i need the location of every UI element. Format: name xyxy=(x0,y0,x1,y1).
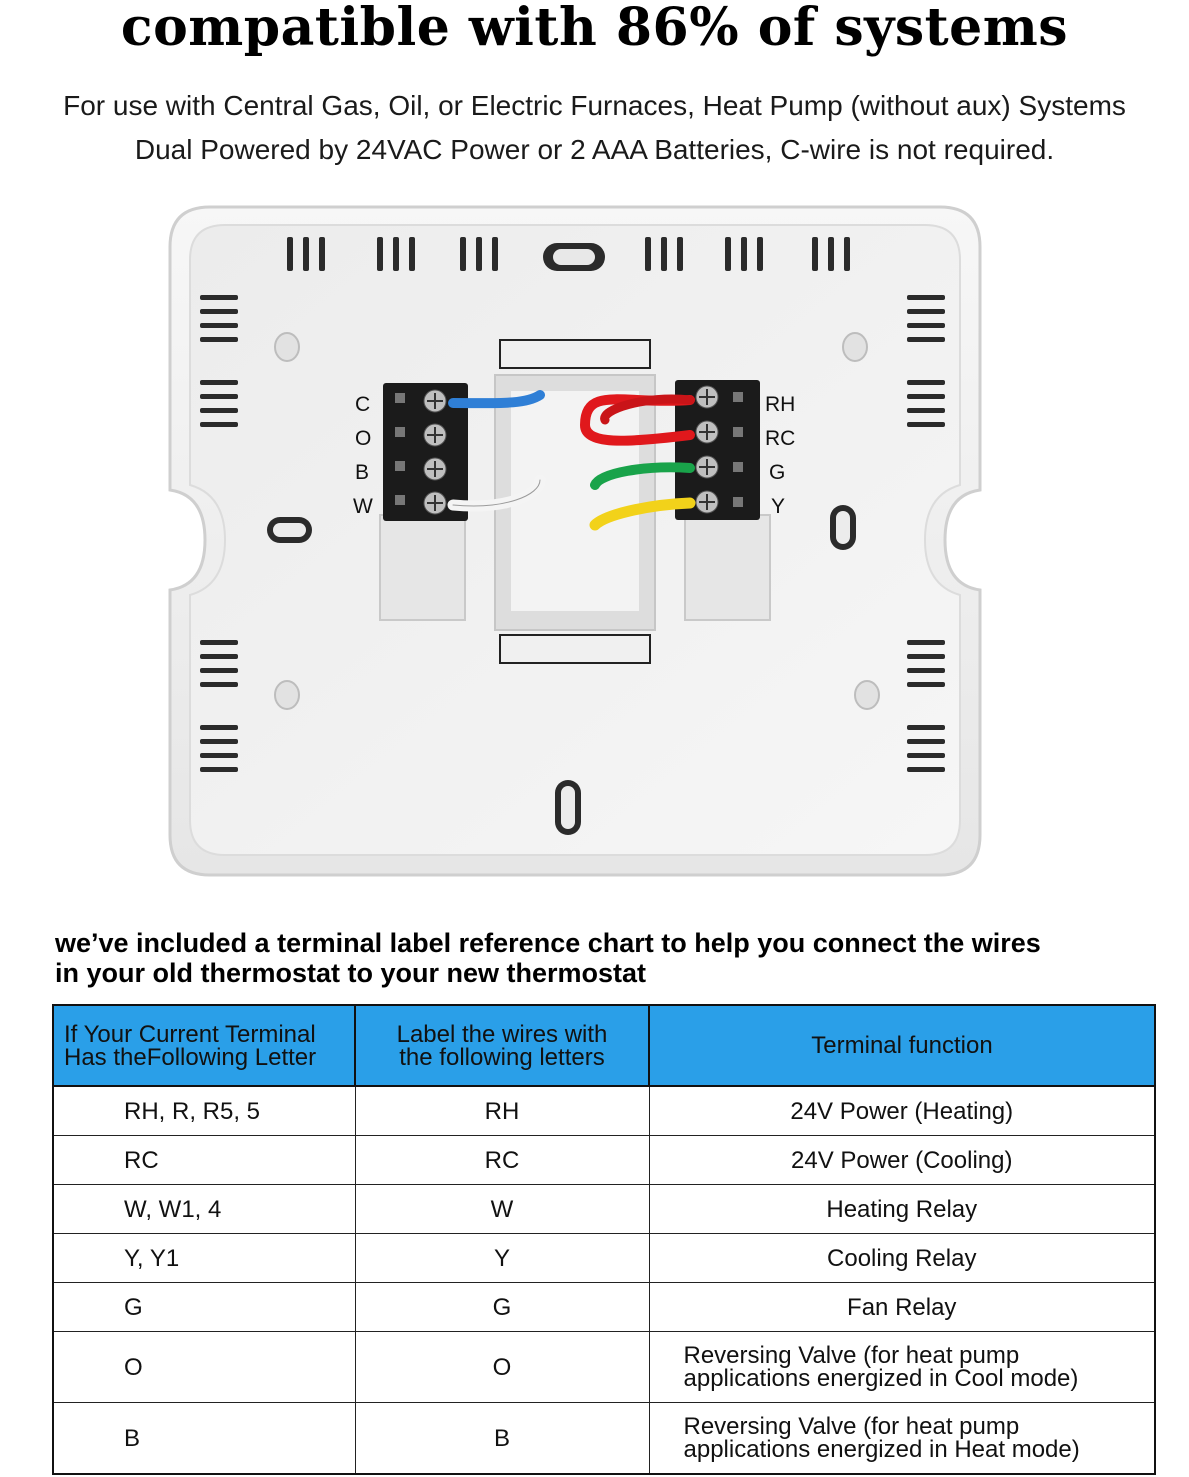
label-cell: B xyxy=(354,1402,650,1475)
label-cell: G xyxy=(354,1282,650,1332)
current-terminal-cell: RH, R, R5, 5 xyxy=(52,1085,356,1136)
current-terminal-cell: W, W1, 4 xyxy=(52,1184,356,1234)
current-terminal-cell: O xyxy=(52,1331,356,1403)
column-header-label-wires: Label the wires with the following lette… xyxy=(354,1004,650,1087)
current-terminal-cell: G xyxy=(52,1282,356,1332)
column-header-line: Has theFollowing Letter xyxy=(64,1043,317,1071)
left-terminal-label: O xyxy=(355,427,371,450)
right-terminal-label: Y xyxy=(771,495,785,518)
left-terminal-label: W xyxy=(353,495,373,518)
right-terminal-label: RC xyxy=(765,427,795,450)
thermostat-wall-plate-diagram: C O B W RH RC G Y xyxy=(168,205,982,877)
left-terminal-labels: C O B W xyxy=(353,393,373,518)
column-header-line: Label the wires with xyxy=(396,1020,608,1048)
top-vents xyxy=(287,237,850,271)
blue-wire xyxy=(448,390,545,409)
function-cell: 24V Power (Cooling) xyxy=(648,1135,1156,1185)
table-header-row: If Your Current Terminal Has theFollowin… xyxy=(52,1004,1156,1087)
function-cell: Fan Relay xyxy=(648,1282,1156,1332)
left-terminal-label: C xyxy=(355,393,370,416)
function-cell: Cooling Relay xyxy=(648,1233,1156,1283)
right-terminal-label: G xyxy=(769,461,785,484)
green-wire xyxy=(590,462,695,490)
label-cell: W xyxy=(354,1184,650,1234)
function-cell: Reversing Valve (for heat pump applicati… xyxy=(648,1402,1156,1475)
function-cell: Heating Relay xyxy=(648,1184,1156,1234)
table-row: O O Reversing Valve (for heat pump appli… xyxy=(52,1331,1156,1403)
power-line: Dual Powered by 24VAC Power or 2 AAA Bat… xyxy=(134,134,1055,165)
function-cell: 24V Power (Heating) xyxy=(648,1085,1156,1136)
current-terminal-cell: RC xyxy=(52,1135,356,1185)
right-terminal-label: RH xyxy=(765,393,795,416)
column-header-line: the following letters xyxy=(399,1043,605,1071)
mounting-pegs xyxy=(274,332,880,710)
wires xyxy=(447,390,696,531)
function-line: applications energized in Heat mode) xyxy=(683,1436,1080,1463)
label-cell: Y xyxy=(354,1233,650,1283)
label-cell: O xyxy=(354,1331,650,1403)
table-row: RH, R, R5, 5 RH 24V Power (Heating) xyxy=(52,1085,1156,1136)
column-header-current-terminal: If Your Current Terminal Has theFollowin… xyxy=(52,1004,356,1087)
table-row: RC RC 24V Power (Cooling) xyxy=(52,1135,1156,1185)
table-row: G G Fan Relay xyxy=(52,1282,1156,1332)
label-cell: RH xyxy=(354,1085,650,1136)
reference-heading-line1: we’ve included a terminal label referenc… xyxy=(55,928,1041,958)
table-row: Y, Y1 Y Cooling Relay xyxy=(52,1233,1156,1283)
label-cell: RC xyxy=(354,1135,650,1185)
left-terminal-label: B xyxy=(355,461,369,484)
terminal-reference-table: If Your Current Terminal Has theFollowin… xyxy=(52,1004,1156,1475)
function-cell: Reversing Valve (for heat pump applicati… xyxy=(648,1331,1156,1403)
bottom-clip xyxy=(499,634,651,664)
red-wire-2 xyxy=(600,394,695,425)
side-vents xyxy=(200,295,945,772)
right-terminal-block xyxy=(675,380,760,520)
page-title: compatible with 86% of systems xyxy=(120,0,1069,58)
table-row: W, W1, 4 W Heating Relay xyxy=(52,1184,1156,1234)
compatibility-line: For use with Central Gas, Oil, or Electr… xyxy=(63,90,1126,121)
yellow-wire xyxy=(589,497,696,531)
left-terminal-block xyxy=(383,383,468,521)
current-terminal-cell: Y, Y1 xyxy=(52,1233,356,1283)
table-row: B B Reversing Valve (for heat pump appli… xyxy=(52,1402,1156,1475)
column-header-terminal-function: Terminal function xyxy=(648,1004,1156,1087)
function-line: Reversing Valve (for heat pump xyxy=(683,1413,1020,1440)
column-header-line: If Your Current Terminal xyxy=(64,1020,316,1048)
top-clip xyxy=(499,339,651,369)
function-line: Reversing Valve (for heat pump xyxy=(683,1342,1020,1369)
reference-heading-line2: in your old thermostat to your new therm… xyxy=(55,958,647,988)
current-terminal-cell: B xyxy=(52,1402,356,1475)
function-line: applications energized in Cool mode) xyxy=(683,1365,1079,1392)
reference-heading: we’ve included a terminal label referenc… xyxy=(55,928,1155,988)
right-terminal-labels: RH RC G Y xyxy=(765,393,795,518)
